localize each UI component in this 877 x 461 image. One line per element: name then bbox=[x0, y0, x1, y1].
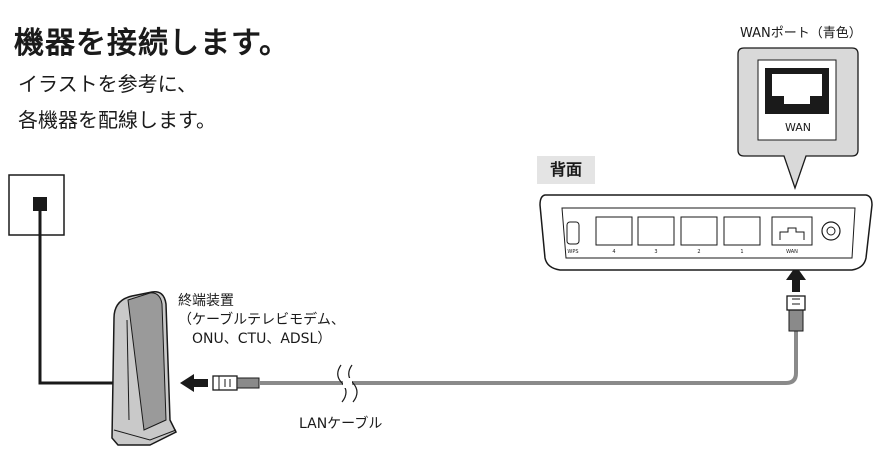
wan-port-zoom-label: WAN bbox=[784, 121, 812, 134]
router-back-panel: WPS 4 3 2 1 WAN bbox=[539, 194, 873, 271]
arrow-up bbox=[786, 266, 806, 292]
wps-port-label: WPS bbox=[567, 249, 578, 255]
wan-port-small-label: WAN bbox=[786, 249, 798, 255]
lan-port-1-label: 1 bbox=[740, 249, 743, 255]
wall-jack bbox=[8, 174, 65, 236]
phone-line bbox=[38, 211, 128, 385]
lan-port-4-label: 4 bbox=[612, 249, 615, 255]
instruction-line-2: 各機器を配線します。 bbox=[18, 108, 216, 132]
wan-port-caption: WANポート（青色） bbox=[740, 26, 862, 41]
page-title: 機器を接続します。 bbox=[14, 26, 290, 61]
lan-cable-label: LANケーブル bbox=[299, 416, 383, 432]
terminal-device-examples-2: ONU、CTU、ADSL） bbox=[192, 331, 332, 347]
lan-plug-left bbox=[212, 375, 260, 391]
lan-port-3-label: 3 bbox=[654, 249, 657, 255]
instruction-line-1: イラストを参考に、 bbox=[18, 72, 197, 96]
cable-break bbox=[337, 364, 358, 403]
terminal-device bbox=[111, 291, 178, 446]
lan-port-2-label: 2 bbox=[697, 249, 700, 255]
back-panel-label: 背面 bbox=[537, 156, 595, 184]
lan-cable bbox=[260, 330, 798, 385]
terminal-device-examples-1: （ケーブルテレビモデム、 bbox=[178, 312, 345, 328]
wan-zoom-callout bbox=[737, 47, 859, 190]
lan-plug-right bbox=[786, 295, 806, 332]
arrow-left bbox=[180, 374, 208, 392]
terminal-device-name: 終端装置 bbox=[178, 293, 234, 309]
terminal-device-label: 終端装置 （ケーブルテレビモデム、 ONU、CTU、ADSL） bbox=[178, 292, 345, 349]
